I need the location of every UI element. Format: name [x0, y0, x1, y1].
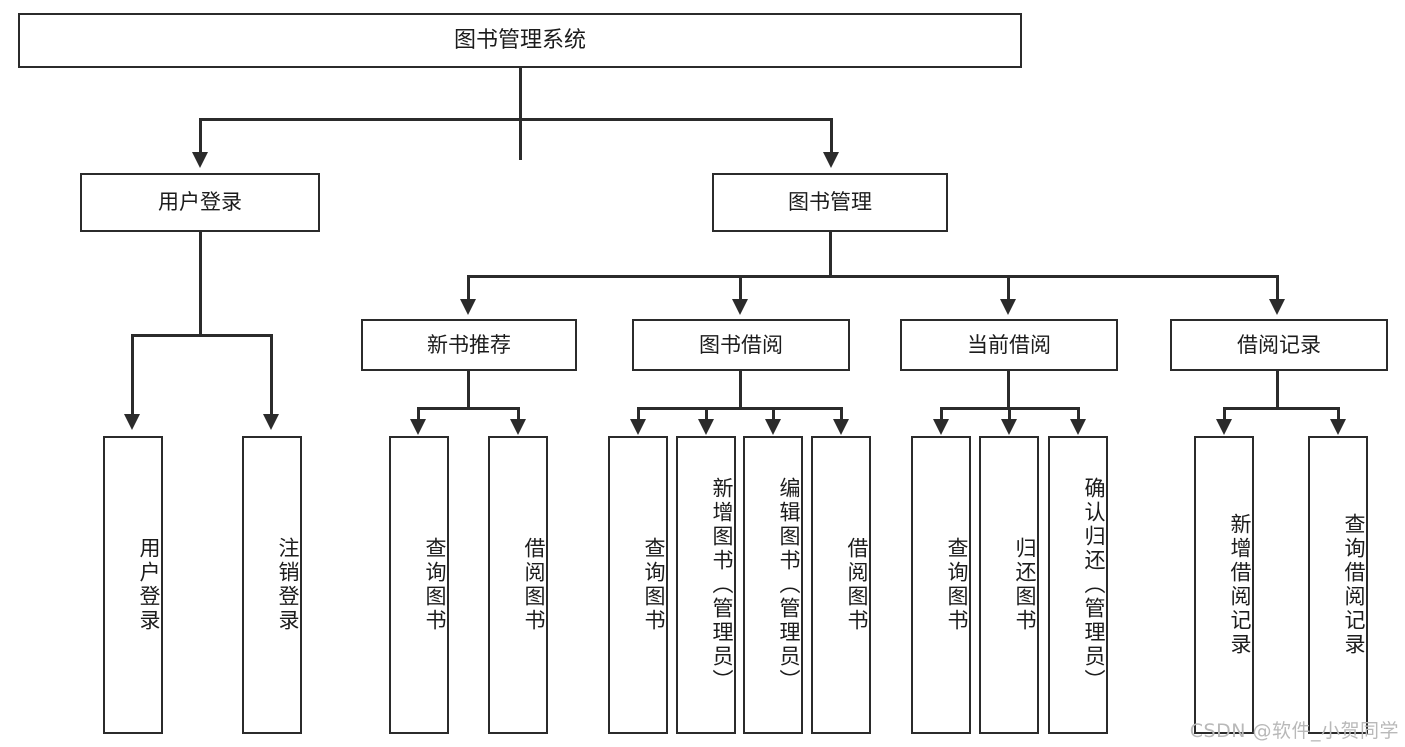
connector-bb-drop-2 [705, 407, 708, 421]
node-label: 确认归还（管理员） [1082, 477, 1106, 693]
node-label: 借阅图书 [522, 537, 546, 633]
leaf-add-borrow-record[interactable]: 新增借阅记录 [1194, 436, 1254, 734]
node-label: 图书借阅 [699, 332, 783, 357]
arrowhead-borrow-record [1269, 299, 1285, 315]
node-label: 图书管理系统 [453, 27, 586, 53]
node-borrow-record[interactable]: 借阅记录 [1170, 319, 1388, 371]
leaf-query-book-recommend[interactable]: 查询图书 [389, 436, 449, 734]
leaf-return-book[interactable]: 归还图书 [979, 436, 1039, 734]
connector-root-to-book-manage [830, 118, 833, 154]
node-label: 用户登录 [158, 190, 242, 215]
connector-user-login-drop-2 [270, 334, 273, 416]
connector-bb-drop-4 [840, 407, 843, 421]
arrowhead-nb-leaf-2 [510, 419, 526, 435]
leaf-query-book-current[interactable]: 查询图书 [911, 436, 971, 734]
connector-user-login-drop-1 [131, 334, 134, 416]
connector-book-borrow-stem [739, 371, 742, 410]
node-label: 编辑图书（管理员） [777, 477, 801, 693]
arrowhead-cb-leaf-3 [1070, 419, 1086, 435]
connector-to-current-borrow [1007, 275, 1010, 301]
leaf-user-login[interactable]: 用户登录 [103, 436, 163, 734]
leaf-add-book-admin[interactable]: 新增图书（管理员） [676, 436, 736, 734]
connector-new-book-stem [467, 371, 470, 410]
node-label: 查询图书 [423, 537, 447, 633]
connector-cb-drop-2 [1008, 407, 1011, 421]
connector-borrow-record-bus [1223, 407, 1340, 410]
arrowhead-bb-leaf-1 [630, 419, 646, 435]
node-current-borrow[interactable]: 当前借阅 [900, 319, 1118, 371]
node-label: 图书管理 [788, 190, 872, 215]
node-label: 新书推荐 [427, 332, 511, 357]
connector-cb-drop-1 [940, 407, 943, 421]
leaf-query-borrow-record[interactable]: 查询借阅记录 [1308, 436, 1368, 734]
arrowhead-user-login [192, 152, 208, 168]
connector-new-book-drop-2 [517, 407, 520, 421]
arrowhead-cb-leaf-2 [1001, 419, 1017, 435]
node-label: 查询图书 [642, 537, 666, 633]
node-label: 新增图书（管理员） [710, 477, 734, 693]
arrowhead-leaf-logout [263, 414, 279, 430]
arrowhead-bb-leaf-3 [765, 419, 781, 435]
arrowhead-book-borrow [732, 299, 748, 315]
arrowhead-bb-leaf-4 [833, 419, 849, 435]
node-user-login[interactable]: 用户登录 [80, 173, 320, 232]
node-book-management[interactable]: 图书管理 [712, 173, 948, 232]
watermark-text: CSDN @软件_小贺同学 [1189, 720, 1399, 742]
connector-book-manage-bus [467, 275, 1279, 278]
node-root-system[interactable]: 图书管理系统 [18, 13, 1022, 68]
node-label: 新增借阅记录 [1228, 513, 1252, 657]
connector-user-login-stem [199, 232, 202, 337]
node-label: 当前借阅 [967, 332, 1051, 357]
node-label: 查询借阅记录 [1342, 513, 1366, 657]
arrowhead-new-book [460, 299, 476, 315]
connector-book-manage-stem [829, 232, 832, 278]
connector-to-new-book [467, 275, 470, 301]
connector-cb-drop-3 [1077, 407, 1080, 421]
node-label: 查询图书 [945, 537, 969, 633]
connector-current-borrow-stem [1007, 371, 1010, 410]
connector-book-borrow-bus [637, 407, 843, 410]
connector-bb-drop-1 [637, 407, 640, 421]
connector-to-borrow-record [1276, 275, 1279, 301]
leaf-confirm-return-admin[interactable]: 确认归还（管理员） [1048, 436, 1108, 734]
connector-br-drop-2 [1337, 407, 1340, 421]
arrowhead-book-manage [823, 152, 839, 168]
leaf-edit-book-admin[interactable]: 编辑图书（管理员） [743, 436, 803, 734]
leaf-query-book-borrow[interactable]: 查询图书 [608, 436, 668, 734]
node-label: 归还图书 [1013, 537, 1037, 633]
connector-root-bus [199, 118, 833, 121]
node-label: 借阅图书 [845, 537, 869, 633]
leaf-borrow-book[interactable]: 借阅图书 [811, 436, 871, 734]
node-new-book-recommend[interactable]: 新书推荐 [361, 319, 577, 371]
connector-new-book-drop-1 [417, 407, 420, 421]
arrowhead-br-leaf-2 [1330, 419, 1346, 435]
connector-borrow-record-stem [1276, 371, 1279, 410]
node-label: 用户登录 [137, 537, 161, 633]
arrowhead-bb-leaf-2 [698, 419, 714, 435]
leaf-borrow-book-recommend[interactable]: 借阅图书 [488, 436, 548, 734]
node-label: 借阅记录 [1237, 332, 1321, 357]
connector-user-login-bus [131, 334, 273, 337]
node-book-borrow[interactable]: 图书借阅 [632, 319, 850, 371]
connector-bb-drop-3 [772, 407, 775, 421]
node-label: 注销登录 [276, 537, 300, 633]
connector-to-book-borrow [739, 275, 742, 301]
connector-new-book-bus [417, 407, 520, 410]
arrowhead-br-leaf-1 [1216, 419, 1232, 435]
arrowhead-leaf-user-login [124, 414, 140, 430]
arrowhead-cb-leaf-1 [933, 419, 949, 435]
connector-root-stem [519, 68, 522, 160]
arrowhead-nb-leaf-1 [410, 419, 426, 435]
connector-br-drop-1 [1223, 407, 1226, 421]
leaf-logout[interactable]: 注销登录 [242, 436, 302, 734]
connector-root-to-user-login [199, 118, 202, 154]
arrowhead-current-borrow [1000, 299, 1016, 315]
